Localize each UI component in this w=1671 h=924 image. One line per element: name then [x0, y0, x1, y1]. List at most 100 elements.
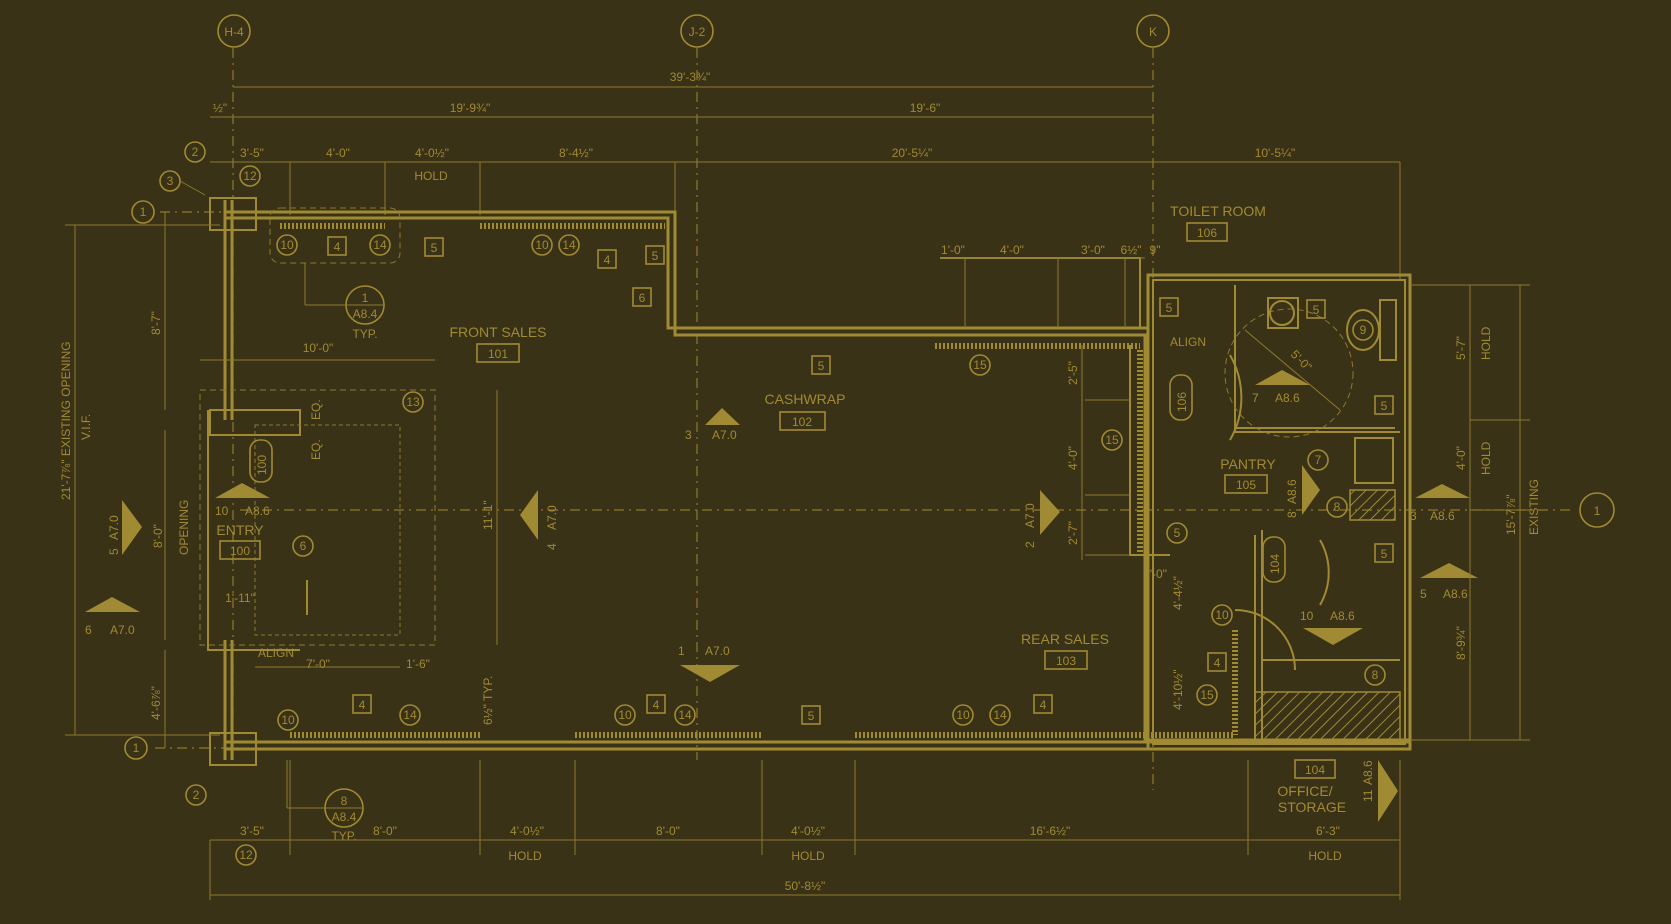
- grid-bubble-k-label: K: [1149, 25, 1157, 39]
- section-marks: 3 A7.0 4 A7.0 2 A7.0 1 A7.0 5 A7.0 6 A7.…: [85, 370, 1478, 822]
- dim-bottom-7: 6'-3": [1316, 824, 1340, 838]
- shelving: [280, 223, 1401, 741]
- detail-1-note: TYP.: [352, 327, 377, 341]
- room-toilet: TOILET ROOM 106: [1170, 203, 1266, 242]
- section-11-sheet: A8.6: [1361, 760, 1375, 785]
- svg-text:104: 104: [1268, 554, 1282, 574]
- section-1-a70: 1 A7.0: [678, 644, 740, 682]
- svg-text:10: 10: [280, 238, 294, 252]
- grid-bubble-1-right: 1: [1579, 492, 1615, 528]
- room-cashwrap: CASHWRAP 102: [765, 391, 845, 431]
- tag-3-top: 3: [159, 170, 206, 196]
- svg-text:14: 14: [562, 238, 576, 252]
- dim-cw-2: 4'-0": [1000, 243, 1024, 257]
- room-rear-sales: REAR SALES 103: [1021, 631, 1109, 670]
- grid-bubble-1-top: 1: [131, 200, 155, 224]
- dim-cw-4: 6½": [1121, 243, 1142, 257]
- section-3-a86-num: 3: [1410, 509, 1417, 523]
- svg-text:14: 14: [403, 708, 417, 722]
- tag-5-toilet2: 5: [1306, 299, 1326, 319]
- dim-left-d5: 7'-0": [306, 657, 330, 671]
- svg-text:10: 10: [535, 238, 549, 252]
- dim-bottom-4: 8'-0": [656, 824, 680, 838]
- grid-bubble-1-bottom: 1: [124, 736, 148, 760]
- svg-text:100: 100: [255, 455, 269, 475]
- tag-4-top: 4: [327, 236, 347, 256]
- dim-overall-top: 39'-3¾": [670, 70, 711, 84]
- dim-right-existing: EXISTING: [1527, 479, 1541, 535]
- dim-right-d5: 1'-0": [1143, 567, 1167, 581]
- dim-bottom-5: 4'-0½": [791, 824, 825, 838]
- dim-bottom-hold-1: HOLD: [508, 849, 542, 863]
- section-11-a86: 11 A8.6: [1361, 760, 1398, 822]
- tag-9-pantry: 8: [1326, 496, 1348, 518]
- dim-right-hold1: HOLD: [1479, 326, 1493, 360]
- dim-right-bay: 19'-6": [910, 101, 941, 115]
- section-4-sheet: A7.0: [545, 505, 559, 530]
- section-5-a86: 5 A8.6: [1420, 563, 1478, 601]
- tag-10-office: 10: [1211, 604, 1233, 626]
- svg-text:12: 12: [243, 169, 257, 183]
- dim-right-d4: 8'-9¾": [1454, 626, 1468, 660]
- section-3-a70: 3 A7.0: [685, 408, 740, 442]
- room-front-sales: FRONT SALES 101: [450, 324, 547, 363]
- detail-1-sheet: A8.4: [353, 307, 378, 321]
- tag-10-bottom-2: 10: [614, 704, 636, 726]
- dimensions-bottom: 3'-5" 8'-0" 4'-0½" 8'-0" 4'-0½" 16'-6½" …: [209, 760, 1401, 900]
- tag-15-office: 15: [1196, 684, 1218, 706]
- section-7-a86: 7 A8.6: [1252, 370, 1310, 405]
- svg-text:4: 4: [359, 698, 366, 712]
- svg-text:5: 5: [1166, 301, 1173, 315]
- svg-text:5: 5: [1174, 526, 1181, 540]
- tag-5-toilet: 5: [1159, 297, 1179, 317]
- tag-4-bottom: 4: [352, 694, 372, 714]
- svg-text:14: 14: [373, 238, 387, 252]
- section-10-entry-num: 10: [215, 504, 229, 518]
- dimensions-left: 21'-7⅞" EXISTING OPENING V.I.F. 8'-7" 8'…: [59, 212, 498, 748]
- section-2-num: 2: [1023, 541, 1037, 548]
- detail-callouts: 1 A8.4 TYP. 8 A8.4 TYP.: [286, 263, 385, 843]
- section-2-sheet: A7.0: [1023, 503, 1037, 528]
- dim-top-6: 10'-5¼": [1255, 146, 1296, 160]
- svg-text:6: 6: [639, 291, 646, 305]
- dim-bottom-overall: 50'-8½": [785, 879, 826, 893]
- svg-text:5: 5: [1381, 547, 1388, 561]
- dim-bottom-6: 16'-6½": [1030, 824, 1071, 838]
- section-2-a70: 2 A7.0: [1023, 490, 1060, 548]
- section-3-num: 3: [685, 428, 692, 442]
- svg-text:15: 15: [973, 358, 987, 372]
- tag-5-bottom: 5: [801, 705, 821, 725]
- dim-left-d7: 1'-11": [225, 591, 255, 605]
- section-6-num: 6: [85, 623, 92, 637]
- tag-9-office: 8: [1364, 664, 1386, 686]
- section-5-num: 5: [107, 548, 121, 555]
- tag-10-bottom: 10: [277, 709, 299, 731]
- dim-eq-2: EQ.: [309, 439, 323, 460]
- section-6-sheet: A7.0: [110, 623, 135, 637]
- dim-right-d7: 4'-10½": [1171, 669, 1185, 710]
- svg-text:4: 4: [334, 240, 341, 254]
- dim-left-opening: OPENING: [177, 500, 191, 555]
- grid-lines: [155, 48, 1575, 790]
- section-5-a86-num: 5: [1420, 587, 1427, 601]
- tag-15-cw2: 15: [1101, 429, 1123, 451]
- tag-4-bottom-2: 4: [646, 694, 666, 714]
- section-3-a86: 3 A8.6: [1410, 484, 1470, 523]
- section-8-a86: 8 A8.6: [1285, 465, 1320, 518]
- svg-text:5: 5: [652, 249, 659, 263]
- dim-bottom-1: 3'-5": [240, 824, 264, 838]
- tag-14-bottom: 14: [399, 704, 421, 726]
- svg-text:7: 7: [1315, 453, 1322, 467]
- svg-text:5: 5: [808, 709, 815, 723]
- section-5-a70: 5 A7.0: [107, 500, 142, 555]
- section-11-num: 11: [1361, 789, 1375, 802]
- svg-text:10: 10: [618, 708, 632, 722]
- dim-existing-opening: 21'-7⅞" EXISTING OPENING: [59, 341, 73, 500]
- room-entry-num: 100: [230, 544, 250, 558]
- section-5-sheet: A7.0: [107, 515, 121, 540]
- tag-10-top-2: 10: [531, 234, 553, 256]
- section-10-office-sheet: A8.6: [1330, 609, 1355, 623]
- tag-14-top: 14: [369, 234, 391, 256]
- svg-text:14: 14: [993, 708, 1007, 722]
- dim-top-2: 4'-0": [326, 146, 350, 160]
